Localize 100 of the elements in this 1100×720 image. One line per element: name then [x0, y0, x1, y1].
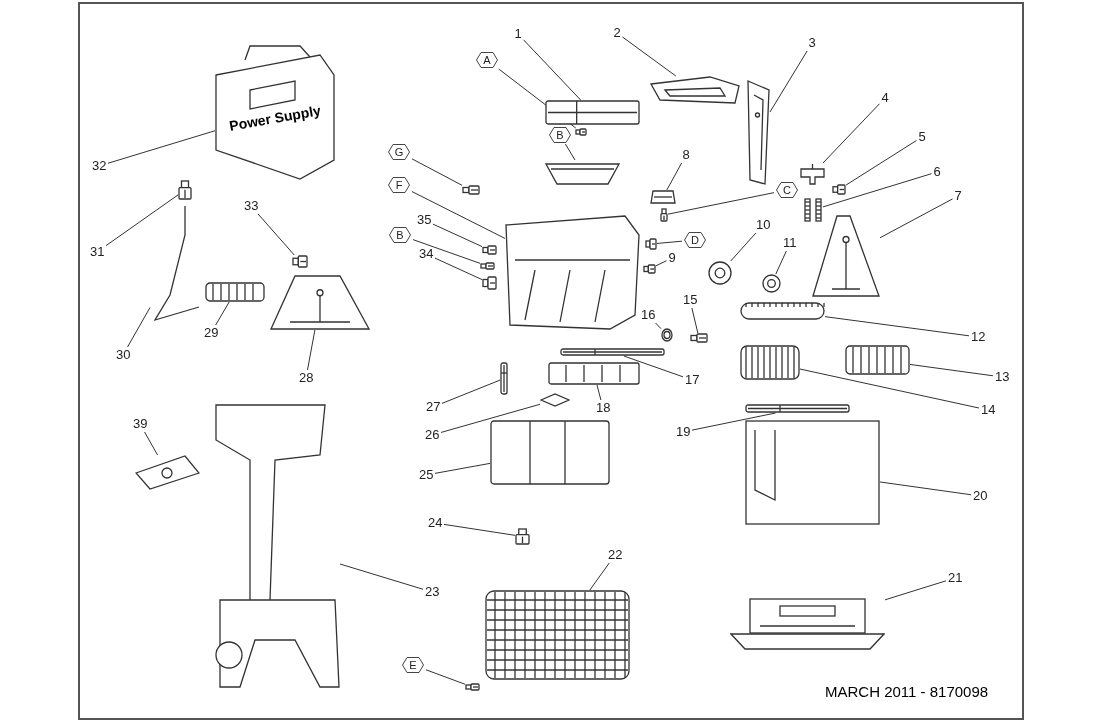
leader-line	[434, 462, 491, 474]
filter-tube-drawing	[845, 345, 910, 375]
screw-drawing	[465, 683, 480, 691]
leader-line	[730, 232, 757, 262]
stem-drawing	[660, 208, 668, 222]
leader-line	[257, 213, 295, 256]
filter-frame-drawing	[730, 598, 885, 650]
leader-line	[215, 301, 230, 326]
leader-line	[564, 143, 576, 161]
pin-drawing	[462, 185, 480, 195]
callout-letter: B	[549, 127, 571, 143]
callout-number: 39	[133, 417, 148, 431]
pin-drawing	[643, 264, 656, 274]
robot-body-drawing	[505, 215, 640, 330]
side-panel-drawing	[812, 215, 880, 297]
callout-number: 28	[299, 371, 314, 385]
impeller-drawing	[540, 393, 570, 407]
callout-number: 7	[954, 189, 962, 203]
callout-number: 24	[428, 516, 443, 530]
swivel-drawing	[205, 282, 265, 302]
track-drawing	[740, 302, 825, 320]
motor-unit-drawing	[490, 420, 610, 485]
callout-number: 17	[685, 373, 700, 387]
callout-number: 1	[514, 27, 522, 41]
bushing-drawing	[661, 328, 673, 342]
leader-line	[879, 198, 953, 239]
leader-line	[105, 194, 179, 247]
callout-number: 4	[881, 91, 889, 105]
leader-line	[909, 363, 994, 377]
callout-number: 23	[425, 585, 440, 599]
screw-drawing	[575, 128, 587, 136]
leader-line	[691, 412, 777, 431]
leader-line	[411, 191, 506, 239]
axle-drawing	[560, 348, 665, 356]
callout-number: 14	[981, 403, 996, 417]
rod-drawing	[500, 362, 508, 395]
leader-line	[307, 329, 316, 371]
handle-arm-drawing	[650, 76, 740, 104]
leader-line	[144, 431, 159, 456]
spring-pair-drawing	[803, 198, 823, 222]
document-date-code: MARCH 2011 - 8170098	[825, 683, 989, 700]
leader-line	[127, 307, 151, 348]
callout-letter: D	[684, 232, 706, 248]
leader-line	[845, 140, 917, 186]
callout-letter: E	[402, 657, 424, 673]
callout-number: 10	[756, 218, 771, 232]
callout-number: 20	[973, 489, 988, 503]
callout-number: 35	[417, 213, 432, 227]
callout-number: 9	[668, 251, 676, 265]
callout-number: 19	[676, 425, 691, 439]
callout-number: 31	[90, 245, 105, 259]
callout-number: 25	[419, 468, 434, 482]
side-handle-drawing	[745, 80, 770, 185]
callout-number: 34	[419, 247, 434, 261]
leader-line	[822, 173, 932, 208]
callout-number: 22	[608, 548, 623, 562]
screw-drawing	[832, 184, 846, 195]
callout-number: 21	[948, 571, 963, 585]
shaft-pin-drawing	[690, 333, 708, 343]
grill-drawing	[548, 362, 640, 385]
frame-rod-drawing	[745, 404, 850, 413]
leader-line	[879, 481, 972, 496]
callout-letter: C	[776, 182, 798, 198]
leader-line	[434, 257, 483, 281]
leader-line	[822, 103, 880, 164]
callout-number: 15	[683, 293, 698, 307]
bracket-drawing	[800, 163, 825, 185]
leader-line	[769, 50, 808, 113]
leader-line	[523, 39, 582, 101]
leader-line	[412, 239, 481, 264]
callout-number: 2	[613, 26, 621, 40]
callout-number: 33	[244, 199, 259, 213]
callout-number: 6	[933, 165, 941, 179]
leader-line	[596, 384, 602, 401]
screw-drawing	[480, 262, 495, 270]
leader-line	[775, 250, 787, 275]
side-panel-drawing	[270, 275, 370, 330]
filter-basket-drawing	[485, 590, 630, 680]
remote-control-drawing	[135, 455, 200, 490]
callout-number: 29	[204, 326, 219, 340]
leader-line	[339, 563, 424, 590]
callout-number: 16	[641, 308, 656, 322]
callout-letter: B	[389, 227, 411, 243]
callout-number: 12	[971, 330, 986, 344]
leader-line	[622, 36, 677, 77]
filter-bag-drawing	[745, 420, 880, 525]
leader-line	[667, 192, 775, 215]
callout-number: 11	[783, 236, 797, 250]
leader-line	[799, 368, 980, 409]
leader-line	[656, 240, 683, 244]
leader-line	[666, 162, 683, 191]
screw-drawing	[645, 238, 657, 250]
leader-line	[425, 669, 466, 685]
handle-bar-drawing	[545, 100, 640, 125]
callout-number: 18	[596, 401, 611, 415]
leader-line	[443, 523, 516, 536]
leader-line	[655, 260, 667, 267]
callout-number: 13	[995, 370, 1010, 384]
callout-number: 8	[682, 148, 690, 162]
hose-connector-drawing	[515, 528, 530, 545]
